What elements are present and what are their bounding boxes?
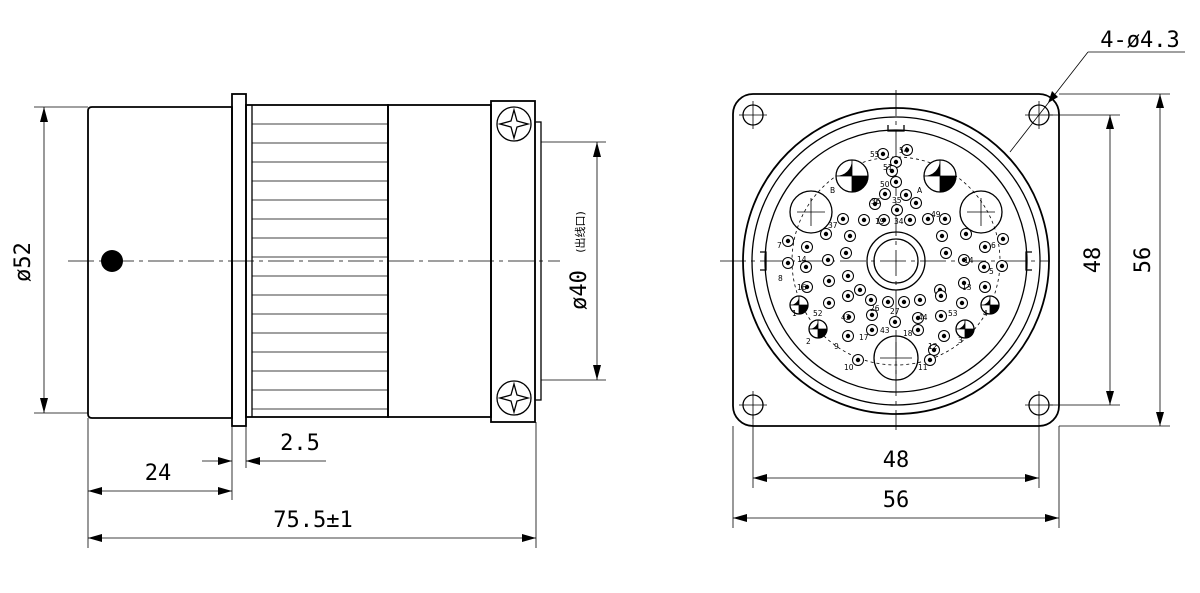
pin-label: 26 [870, 304, 880, 313]
dim-total-length: 75.5±1 [273, 508, 352, 533]
dim-width: 56 [883, 488, 910, 513]
square-flange [732, 93, 1060, 427]
dim-hole-spacing-v: 48 [1081, 247, 1106, 274]
dim-body-diameter: ø52 [11, 242, 36, 282]
side-view: ø52 ø40 (出线口) 2.5 24 75.5±1 [11, 93, 606, 548]
dim-hole-spacing-h: 48 [883, 448, 910, 473]
knurl-lines [252, 123, 388, 410]
pin-label: B [830, 186, 835, 195]
pin-label: 44 [918, 313, 928, 322]
pin-label: 36 [871, 197, 881, 206]
dim-front-length: 24 [145, 461, 172, 486]
pin-label: 17 [859, 333, 869, 342]
screw-top-icon [496, 106, 532, 142]
pin-label: 1 [792, 309, 797, 318]
power-contact-icon [789, 159, 1000, 339]
pin-label: 13 [962, 283, 972, 292]
pin-label: 55 [870, 150, 880, 159]
pin-label: 11 [918, 363, 928, 372]
pin-label: A [917, 186, 923, 195]
pin-label: 6 [991, 241, 996, 250]
pin-label: 8 [778, 274, 783, 283]
pin-label: 12 [928, 342, 938, 351]
pin-label: 18 [903, 329, 913, 338]
key-dot [101, 250, 123, 272]
pin-label: 52 [813, 309, 823, 318]
pin-label: 4 [983, 309, 988, 318]
outlet-note: (出线口) [573, 211, 587, 253]
pin-label: 51 [883, 163, 893, 172]
large-cavity-icon [789, 190, 1003, 381]
signal-contacts [782, 144, 1009, 366]
mounting-hole-icon [739, 101, 1053, 419]
insert-face [764, 129, 1028, 393]
pin-label: 14 [964, 256, 974, 265]
ring-2 [751, 116, 1041, 406]
rear-body [87, 106, 233, 419]
pin-label: 10 [844, 363, 854, 372]
center-boss [866, 231, 926, 291]
pin-label: 14 [797, 255, 807, 264]
pin-label: 49 [931, 210, 941, 219]
pin-label: 19 [875, 217, 885, 226]
pin-label: 34 [894, 217, 904, 226]
pin-label: 2 [806, 337, 811, 346]
front-end [490, 100, 536, 423]
pin-label: 54 [899, 146, 909, 155]
flange [231, 93, 247, 427]
dim-mounting-holes: 4-ø4.3 [1100, 28, 1179, 53]
pin-label: 16 [797, 283, 807, 292]
center-hole [873, 238, 919, 284]
pin-label: 37 [828, 221, 838, 230]
outlet-lip [534, 121, 542, 401]
pin-label: 35 [892, 196, 902, 205]
pin-label: 53 [948, 309, 958, 318]
dim-height: 56 [1131, 247, 1156, 274]
pin-label: 42 [841, 313, 851, 322]
pin-label: 50 [880, 180, 890, 189]
pin-label: 3 [958, 336, 963, 345]
screw-bottom-icon [496, 380, 532, 416]
keyway-left [760, 251, 767, 271]
keyway-right [1025, 251, 1032, 271]
dim-outlet-diameter: ø40 [567, 270, 592, 310]
outer-ring [742, 107, 1050, 415]
pin-label: 43 [880, 326, 890, 335]
dim-flange-thickness: 2.5 [280, 431, 320, 456]
pin-label: 9 [834, 342, 839, 351]
pin-label: 7 [777, 241, 782, 250]
pin-label: 27 [890, 307, 900, 316]
pin-label: 5 [989, 267, 994, 276]
keyway-top [887, 125, 905, 132]
